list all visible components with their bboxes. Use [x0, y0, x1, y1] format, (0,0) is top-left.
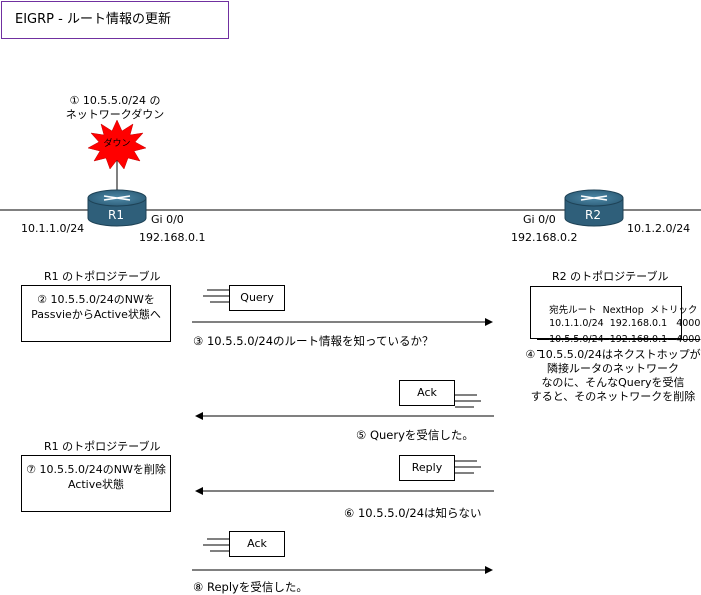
r1-topology-1-line-1: ② 10.5.5.0/24のNWを [37, 293, 155, 306]
query-motion-lines [203, 289, 229, 303]
table-row: 10.1.1.0/24 192.168.0.1 4000 [537, 307, 700, 340]
row-metric: 4000 [676, 318, 701, 329]
r2-note-line-4: すると、そのネットワークを削除 [530, 390, 696, 403]
query-caption: ③ 10.5.5.0/24のルート情報を知っているか？ [193, 334, 434, 348]
event-annotation: ① 10.5.5.0/24 の ネットワークダウン [48, 94, 182, 122]
ack2-caption: ⑧ Replyを受信した。 [193, 580, 308, 594]
reply-caption: ⑥ 10.5.5.0/24は知らない [344, 506, 482, 520]
table-row-deleted: 10.5.5.0/24 192.168.0.1 4000 [537, 323, 700, 356]
r1-topology-2-line-1: ⑦ 10.5.5.0/24のNWを削除 [26, 463, 166, 476]
r1-topology-box-1: ② 10.5.5.0/24のNWを PassvieからActive状態へ [21, 285, 171, 342]
r1-lan-label: 10.1.1.0/24 [21, 222, 85, 235]
row-metric: 4000 [676, 334, 701, 345]
header-metric: メトリック [649, 305, 698, 316]
reply-packet: Reply [399, 455, 455, 481]
r2-topology-table: 宛先ルート NextHop メトリック 10.1.1.0/24 192.168.… [530, 286, 700, 345]
row-dest: 10.5.5.0/24 [549, 334, 604, 345]
reply-motion-lines [455, 460, 481, 474]
r2-topology-header: 宛先ルート NextHop メトリック [537, 291, 697, 327]
row-nexthop: 192.168.0.1 [609, 334, 668, 345]
r2-note-line-1: ④ 10.5.5.0/24はネクストホップが [525, 348, 701, 361]
r1-name: R1 [108, 208, 124, 222]
r2-note: ④ 10.5.5.0/24はネクストホップが 隣接ルータのネットワーク なのに、… [525, 348, 701, 404]
event-line-1: ① 10.5.5.0/24 の [69, 94, 161, 107]
r1-topology-box-2: ⑦ 10.5.5.0/24のNWを削除 Active状態 [21, 455, 171, 512]
router-r1-icon [87, 189, 147, 227]
ack2-packet: Ack [229, 531, 285, 557]
r2-topology-label: R2 のトポロジテーブル [552, 270, 669, 283]
header-nexthop: NextHop [602, 305, 644, 316]
router-r2-icon [564, 189, 624, 227]
r1-interface-ip: 192.168.0.1 [139, 231, 206, 244]
r1-topology-2-line-2: Active状態 [67, 478, 125, 491]
query-packet: Query [229, 285, 285, 311]
page-title: EIGRP - ルート情報の更新 [1, 1, 229, 39]
header-dest: 宛先ルート [549, 305, 597, 316]
r1-topology-label-1: R1 のトポロジテーブル [44, 270, 161, 283]
row-dest: 10.1.1.0/24 [549, 318, 604, 329]
r1-topology-1-line-2: PassvieからActive状態へ [31, 308, 161, 321]
r1-interface-name: Gi 0/0 [151, 213, 184, 226]
r2-note-line-2: 隣接ルータのネットワーク [547, 362, 679, 375]
r2-note-line-3: なのに、そんなQueryを受信 [541, 376, 685, 389]
ack2-motion-lines [203, 538, 229, 552]
burst-label: ダウン [103, 139, 131, 149]
r1-topology-label-2: R1 のトポロジテーブル [44, 440, 161, 453]
r2-interface-ip: 192.168.0.2 [511, 231, 578, 244]
ack1-packet: Ack [399, 380, 455, 406]
r2-lan-label: 10.1.2.0/24 [627, 222, 691, 235]
ack1-caption: ⑤ Queryを受信した。 [356, 428, 474, 442]
down-burst-icon [87, 119, 147, 170]
event-line-2: ネットワークダウン [65, 108, 165, 121]
r2-interface-name: Gi 0/0 [523, 213, 556, 226]
row-nexthop: 192.168.0.1 [609, 318, 668, 329]
r2-name: R2 [585, 208, 601, 222]
ack1-motion-lines [455, 394, 481, 408]
